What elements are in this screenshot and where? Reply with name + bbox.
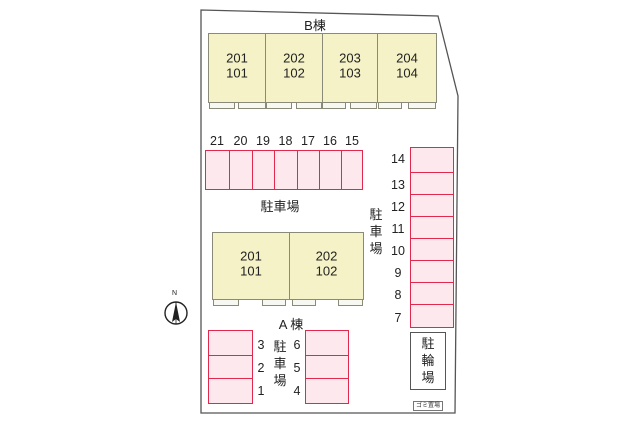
parking-number: 13: [391, 178, 405, 192]
parking-label-vertical: 駐車場: [273, 339, 287, 388]
unit-number-lower: 101: [240, 263, 262, 279]
entrance-step: [292, 299, 316, 306]
north-label: N: [172, 290, 178, 297]
parking-number: 10: [391, 244, 405, 258]
parking-number: 12: [391, 200, 405, 214]
parking-space-20[interactable]: [229, 150, 253, 190]
parking-space-13[interactable]: [410, 172, 454, 195]
parking-space-8[interactable]: [410, 282, 454, 305]
parking-number: 19: [256, 134, 270, 148]
parking-space-18[interactable]: [274, 150, 298, 190]
parking-space-19[interactable]: [252, 150, 275, 190]
entrance-step: [238, 102, 266, 109]
parking-space-2[interactable]: [208, 355, 253, 379]
parking-number: 4: [293, 384, 301, 398]
bicycle-parking[interactable]: 駐輪場: [410, 332, 446, 390]
entrance-step: [338, 299, 363, 306]
parking-space-15[interactable]: [341, 150, 363, 190]
parking-number: 8: [394, 288, 402, 302]
unit-number-lower: 102: [315, 263, 338, 279]
parking-space-5[interactable]: [305, 355, 349, 379]
entrance-step: [213, 299, 239, 306]
entrance-step: [296, 102, 322, 109]
entrance-step: [266, 102, 292, 109]
parking-number: 7: [394, 311, 402, 325]
parking-number: 21: [210, 134, 224, 148]
unit-number-lower: 102: [283, 65, 305, 81]
parking-number: 15: [345, 134, 359, 148]
parking-number: 14: [391, 152, 405, 166]
parking-number: 5: [293, 361, 301, 375]
unit-number-upper: 203: [339, 50, 361, 66]
parking-space-6[interactable]: [305, 330, 349, 356]
parking-number: 1: [257, 384, 265, 398]
parking-number: 18: [278, 134, 293, 148]
parking-number: 6: [293, 338, 301, 352]
parking-space-14[interactable]: [410, 147, 454, 173]
entrance-step: [350, 102, 377, 109]
unit-number-upper: 202: [315, 248, 338, 264]
parking-space-21[interactable]: [205, 150, 230, 190]
parking-number: 9: [394, 266, 402, 280]
entrance-step: [262, 299, 286, 306]
unit-number-upper: 201: [240, 248, 262, 264]
north-arrow-icon: N: [161, 290, 191, 330]
entrance-step: [322, 102, 346, 109]
unit-number-lower: 104: [396, 65, 418, 81]
entrance-step: [378, 102, 402, 109]
parking-space-11[interactable]: [410, 216, 454, 239]
parking-number: 11: [391, 222, 405, 236]
bicycle-parking-label: 駐輪場: [421, 336, 435, 385]
unit-number-upper: 202: [283, 50, 305, 66]
entrance-step: [209, 102, 235, 109]
garbage-area: ゴミ置場: [413, 401, 444, 411]
parking-space-4[interactable]: [305, 378, 349, 404]
parking-label: 駐車場: [260, 199, 300, 214]
parking-number: 3: [257, 338, 265, 352]
parking-number: 2: [257, 361, 265, 375]
unit-number-lower: 101: [226, 65, 248, 81]
parking-number: 16: [323, 134, 337, 148]
unit-number-upper: 201: [226, 50, 248, 66]
parking-space-7[interactable]: [410, 304, 454, 328]
parking-space-1[interactable]: [208, 378, 253, 404]
parking-label-vertical: 駐車場: [369, 207, 383, 256]
parking-space-17[interactable]: [297, 150, 320, 190]
parking-number: 17: [301, 134, 315, 148]
parking-number: 20: [233, 134, 248, 148]
unit-number-lower: 103: [339, 65, 361, 81]
parking-space-12[interactable]: [410, 194, 454, 217]
parking-space-3[interactable]: [208, 330, 253, 356]
parking-space-10[interactable]: [410, 238, 454, 261]
entrance-step: [408, 102, 436, 109]
parking-space-16[interactable]: [319, 150, 342, 190]
building-a-label: A 棟: [278, 317, 304, 332]
building-b-label: B棟: [304, 18, 326, 33]
unit-number-upper: 204: [396, 50, 418, 66]
parking-space-9[interactable]: [410, 260, 454, 283]
